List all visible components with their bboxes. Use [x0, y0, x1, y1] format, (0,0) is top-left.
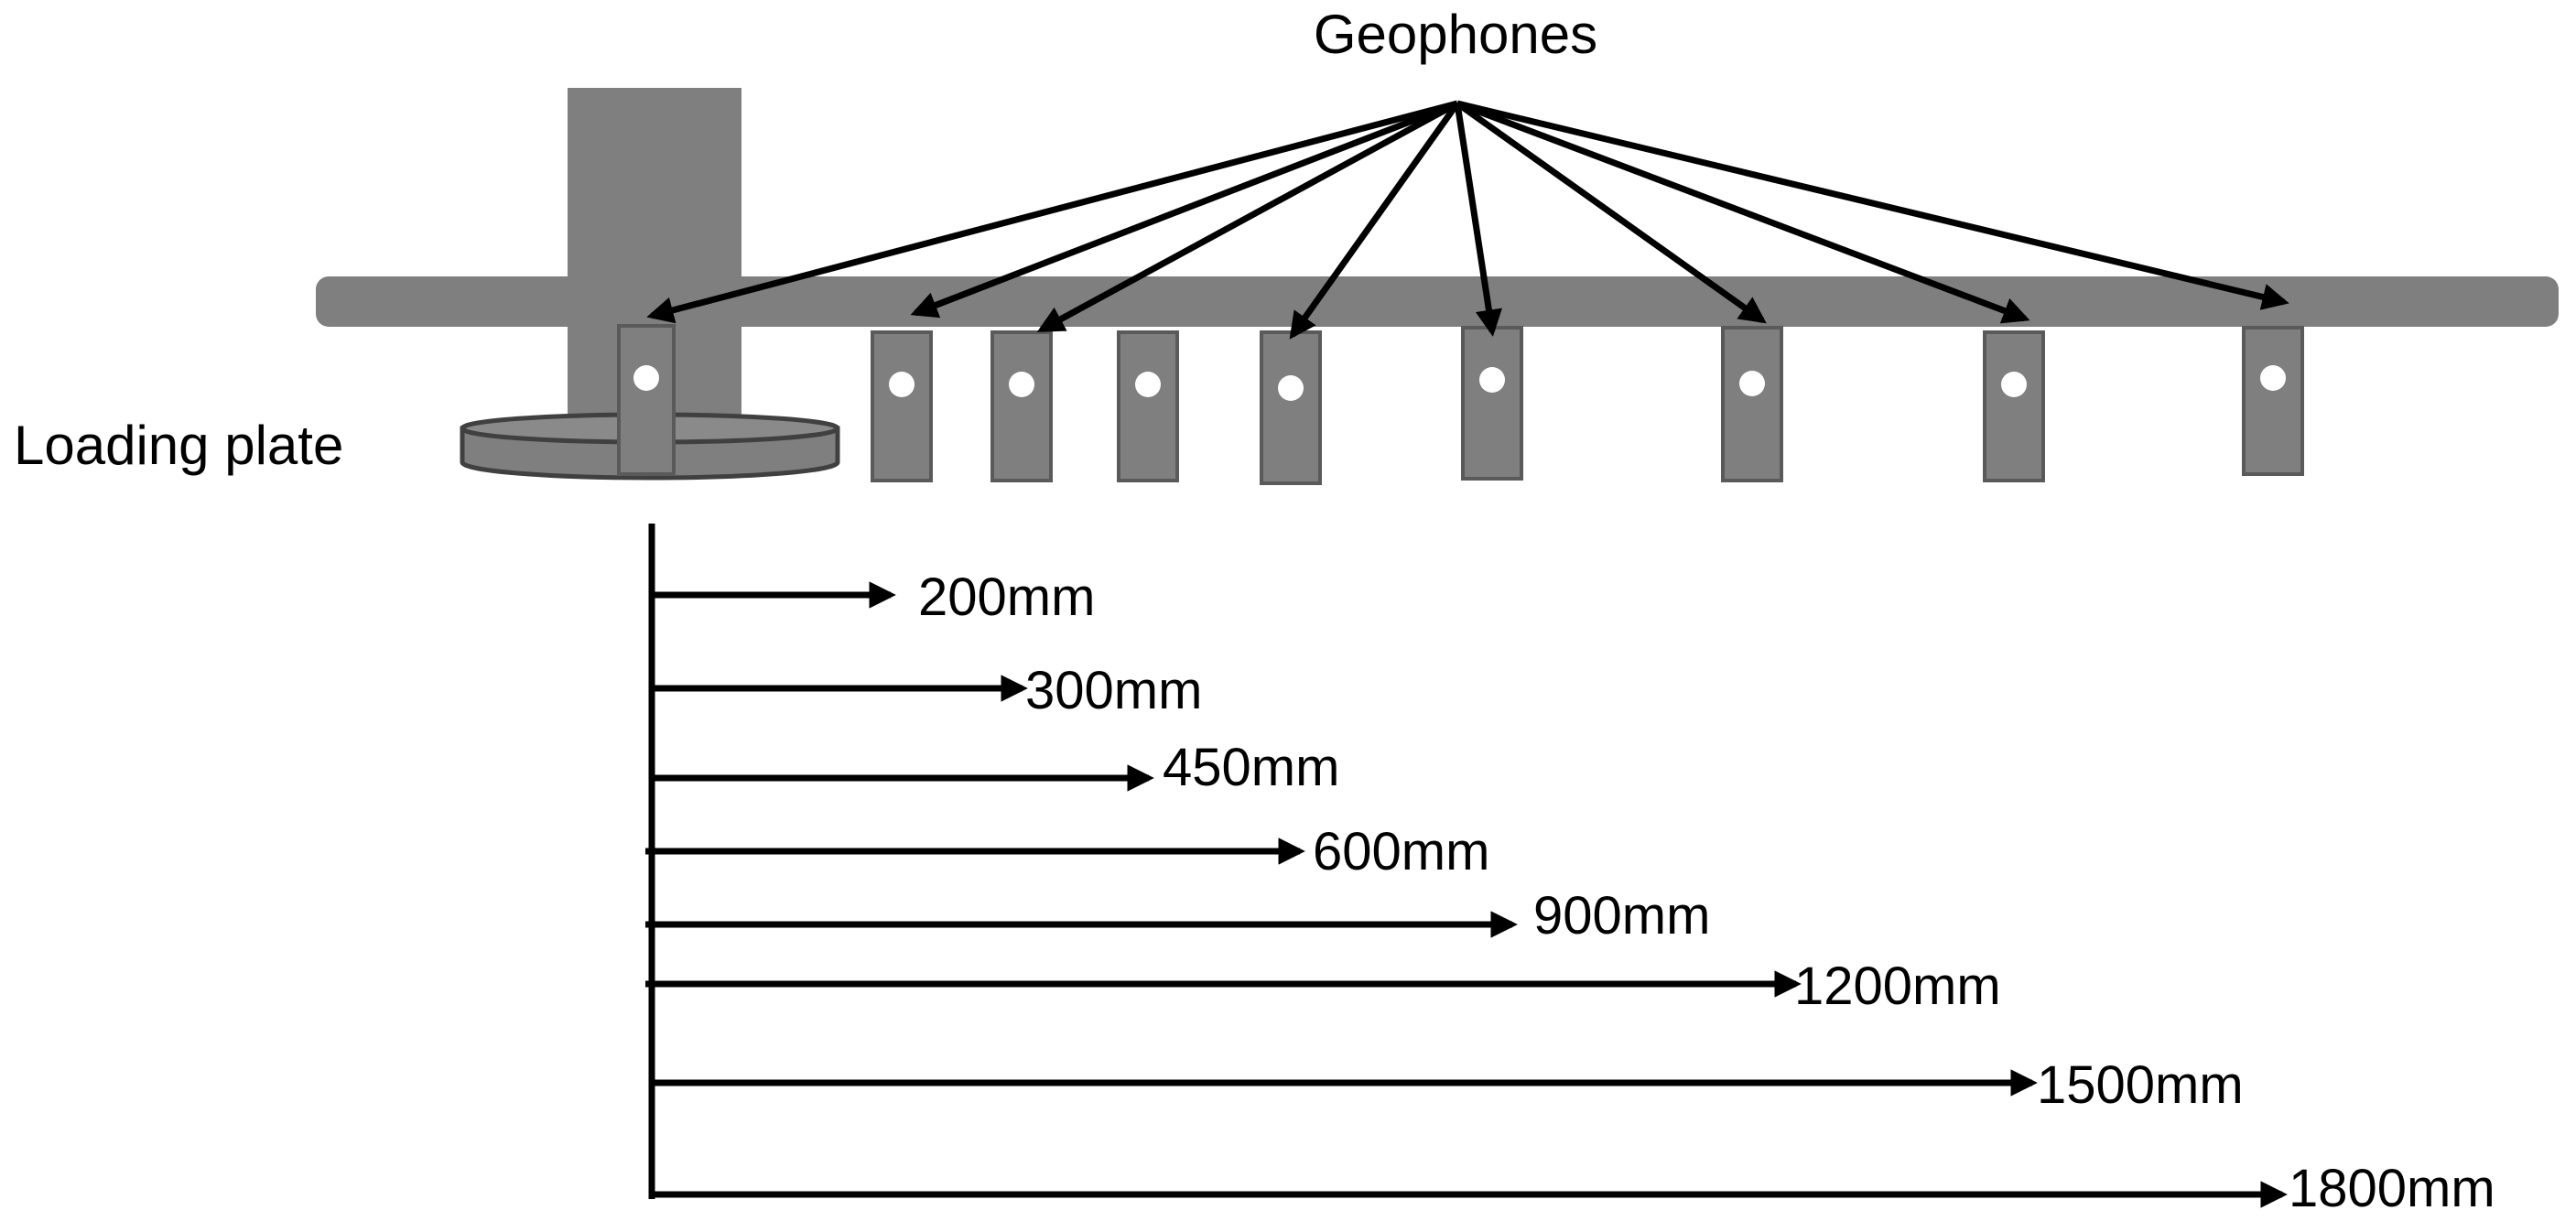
- geophone-pointer-arrows: [646, 100, 2289, 340]
- sensor-hole-icon: [2260, 365, 2286, 391]
- offset-distance-arrows: 200mm 300mm 450mm 600mm 900mm 1200mm 1500mm 180…: [645, 567, 2495, 1218]
- sensor-hole-icon: [1009, 372, 1034, 397]
- offset-arrow: 1200mm: [645, 956, 2001, 1016]
- geophone-sensor: [1260, 330, 1322, 485]
- sensor-hole-icon: [1479, 367, 1505, 393]
- geophone-sensors: [617, 324, 2304, 485]
- pointer-arrow: [1455, 101, 1767, 324]
- sensor-hole-icon: [889, 372, 915, 397]
- pointer-arrow: [1456, 100, 2030, 324]
- offset-arrow: 300mm: [652, 661, 1202, 720]
- offset-label: 450mm: [1163, 738, 1339, 797]
- geophones-label: Geophones: [1314, 4, 1597, 65]
- offset-arrow: 1500mm: [652, 1055, 2244, 1115]
- offset-arrow: 450mm: [652, 738, 1339, 797]
- offset-label: 200mm: [918, 567, 1095, 627]
- offset-label: 300mm: [1025, 661, 1202, 720]
- sensor-hole-icon: [1135, 372, 1161, 397]
- offset-arrow: 600mm: [645, 822, 1489, 881]
- offset-label: 1500mm: [2037, 1055, 2244, 1115]
- geophone-sensor: [871, 330, 933, 482]
- sensor-hole-icon: [1739, 371, 1765, 396]
- offset-arrow: 200mm: [652, 567, 1095, 627]
- sensor-hole-icon: [2001, 372, 2027, 397]
- offset-label: 1200mm: [1794, 956, 2001, 1016]
- sensor-hole-icon: [633, 365, 659, 391]
- geophone-sensor: [617, 324, 676, 476]
- offset-arrow: 900mm: [645, 886, 1710, 946]
- pointer-arrow: [1454, 103, 1502, 337]
- offset-label: 900mm: [1533, 886, 1710, 946]
- pointer-arrow: [1036, 100, 1459, 333]
- geophone-sensor: [990, 330, 1053, 482]
- geophone-sensor: [1721, 326, 1783, 482]
- loading-plate-label: Loading plate: [14, 415, 343, 476]
- pointer-arrow: [1289, 101, 1460, 340]
- pointer-arrow: [910, 100, 1459, 319]
- offset-label: 600mm: [1313, 822, 1489, 881]
- pointer-arrow: [646, 100, 1458, 324]
- offset-arrow: 1800mm: [652, 1159, 2495, 1218]
- sensor-hole-icon: [1278, 375, 1304, 401]
- geophone-sensor: [1983, 330, 2045, 482]
- geophone-sensor: [2242, 326, 2304, 476]
- geophone-sensor: [1461, 326, 1523, 481]
- sensor-beam: [316, 276, 2559, 327]
- pointer-arrow: [1456, 100, 2289, 310]
- geophone-sensor: [1117, 330, 1179, 482]
- offset-label: 1800mm: [2289, 1159, 2495, 1218]
